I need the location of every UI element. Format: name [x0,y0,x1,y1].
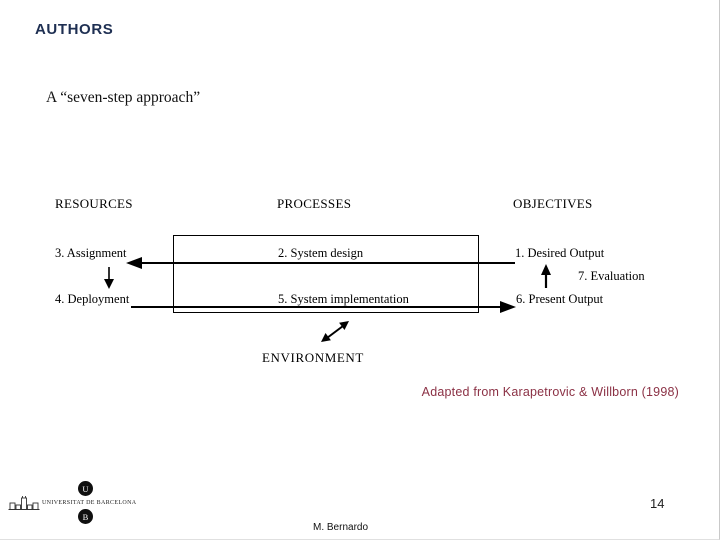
arrow-present-to-desired [541,264,551,288]
page-number: 14 [650,496,665,511]
node-deployment: 4. Deployment [55,292,130,306]
credit-text: Adapted from Karapetrovic & Willborn (19… [421,385,679,399]
node-system-implementation: 5. System implementation [278,292,409,306]
university-name: UNIVERSITAT DE BARCELONA [42,500,137,506]
node-assignment: 3. Assignment [55,246,127,260]
slide-title: AUTHORS [35,21,114,38]
ub-logo-u-letter: U [82,483,89,494]
arrow-environment-exchange [321,321,349,342]
arrow-assignment-to-deployment [104,267,114,289]
node-desired-output: 1. Desired Output [515,246,605,260]
ub-logo-b-medallion: B [78,509,93,524]
ub-building-icon [8,496,40,510]
node-system-design: 2. System design [278,246,364,260]
ub-logo-b-letter: B [82,511,89,522]
column-header-resources: RESOURCES [55,196,133,211]
node-present-output: 6. Present Output [516,292,604,306]
slide-subtitle: A “seven-step approach” [46,89,201,106]
column-header-objectives: OBJECTIVES [513,196,593,211]
node-environment: ENVIRONMENT [262,350,364,365]
node-evaluation: 7. Evaluation [578,269,645,283]
ub-logo-u-medallion: U [78,481,93,496]
column-header-processes: PROCESSES [277,196,352,211]
process-box [173,235,479,313]
footer-author: M. Bernardo [313,522,369,533]
